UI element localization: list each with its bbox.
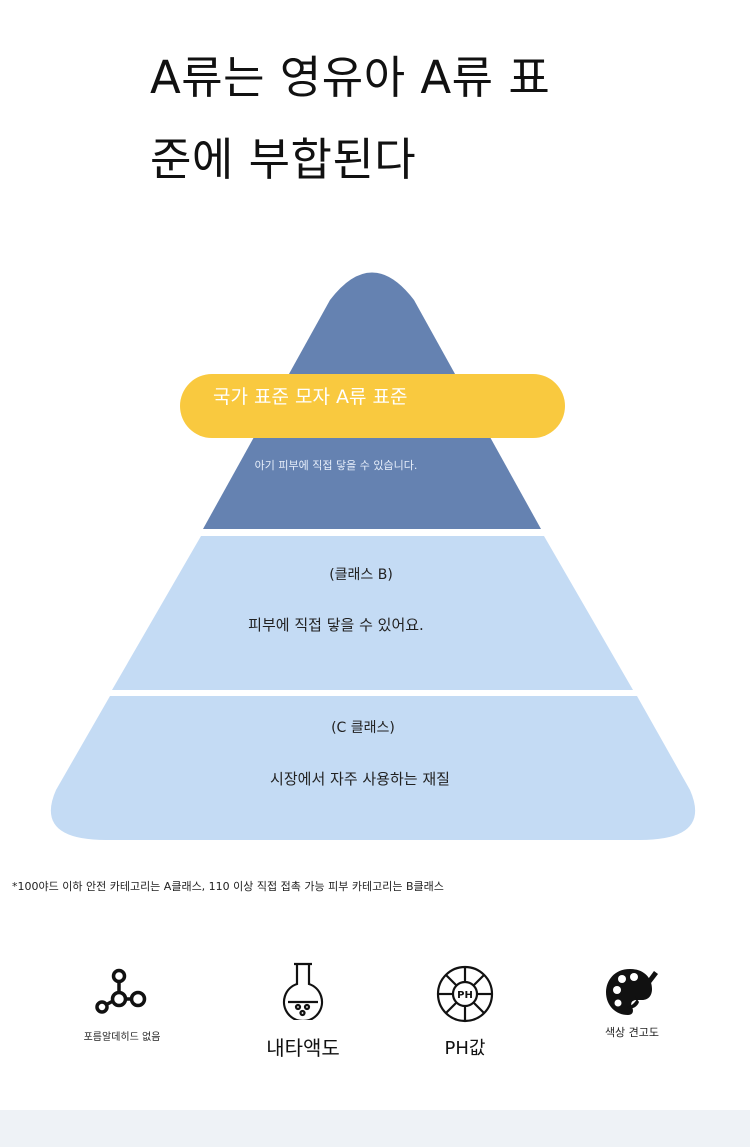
feature-color-fastness: 색상 견고도 bbox=[562, 966, 702, 1040]
feature-formaldehyde-free: 포름알데히드 없음 bbox=[52, 966, 192, 1043]
feature-label: 내타액도 bbox=[266, 1036, 340, 1060]
class-a-banner bbox=[180, 374, 565, 438]
flask-icon bbox=[282, 962, 324, 1020]
class-c-description: 시장에서 자주 사용하는 재질 bbox=[270, 770, 450, 788]
class-c-label: (C 클래스) bbox=[331, 720, 395, 736]
feature-label: 포름알데히드 없음 bbox=[83, 1032, 161, 1043]
pyramid-tier-middle bbox=[112, 536, 633, 690]
footnote: *100야드 이하 안전 카테고리는 A클래스, 110 이상 직접 접촉 가능… bbox=[12, 880, 444, 893]
ph-icon: PH bbox=[436, 965, 494, 1023]
class-a-banner-text: 국가 표준 모자 A류 표준 bbox=[213, 386, 408, 408]
feature-label: PH값 bbox=[444, 1038, 486, 1059]
palette-icon bbox=[606, 969, 658, 1015]
feature-ph-value: PH PH값 bbox=[395, 964, 535, 1060]
molecule-icon bbox=[95, 968, 147, 1014]
page-title-line-1: A류는 영유아 A류 표 bbox=[150, 51, 551, 104]
feature-label: 색상 견고도 bbox=[604, 1026, 660, 1039]
class-b-description: 피부에 직접 닿을 수 있어요. bbox=[248, 616, 424, 634]
page-title-line-2: 준에 부합된다 bbox=[150, 133, 417, 186]
class-a-description: 아기 피부에 직접 닿을 수 있습니다. bbox=[254, 459, 418, 472]
feature-saliva-resistance: 내타액도 bbox=[228, 962, 378, 1061]
class-b-label: (클래스 B) bbox=[329, 567, 393, 583]
pyramid-tier-bottom bbox=[50, 696, 696, 840]
ph-icon-text: PH bbox=[457, 990, 473, 1001]
bottom-bar bbox=[0, 1110, 750, 1147]
